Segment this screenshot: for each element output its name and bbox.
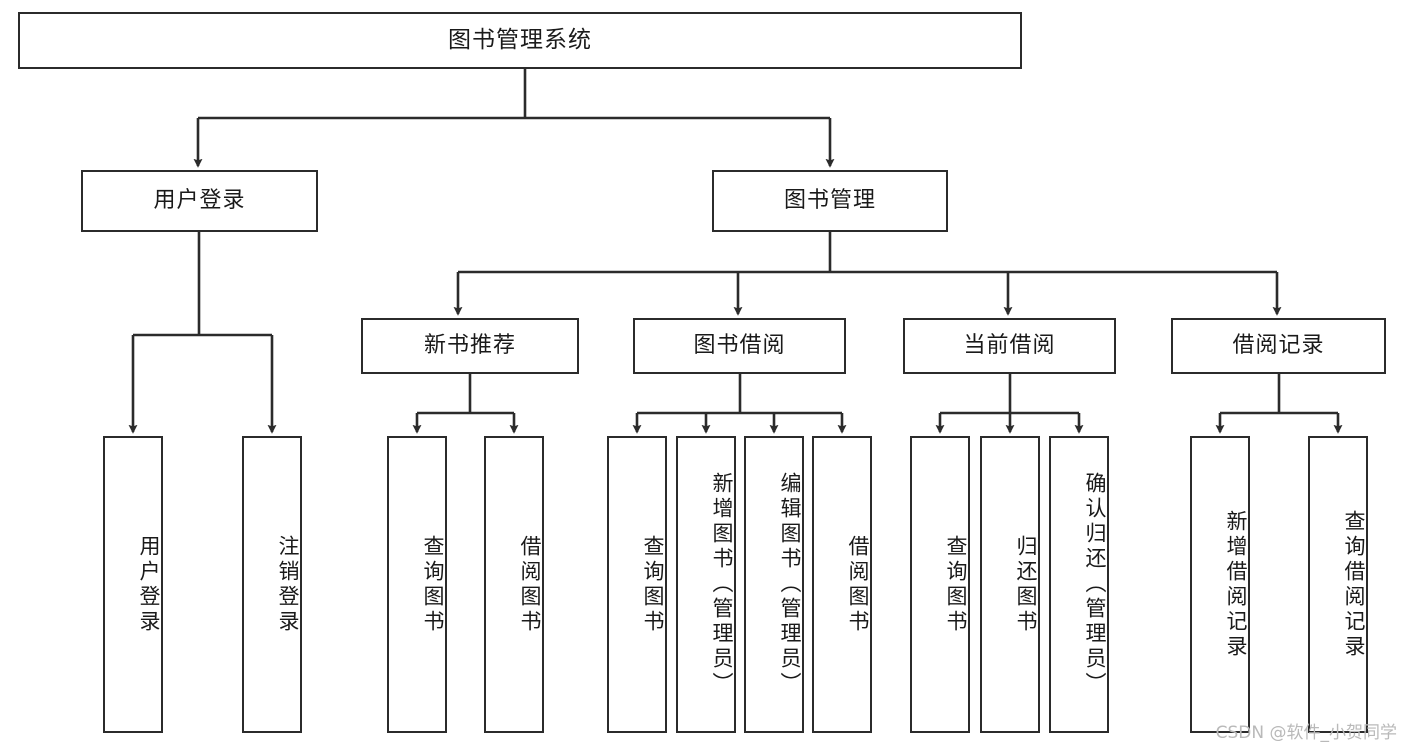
leaf-nb-borrow-book[interactable]: 借阅图书 [484, 436, 544, 733]
leaf-cb-confirm-return-admin[interactable]: 确认归还（管理员） [1049, 436, 1109, 733]
node-root-label: 图书管理系统 [448, 26, 592, 53]
leaf-user-login[interactable]: 用户登录 [103, 436, 163, 733]
leaf-nb-query-book-label: 查询图书 [421, 534, 445, 635]
node-book-borrow-label: 图书借阅 [693, 333, 786, 359]
node-user-login[interactable]: 用户登录 [81, 170, 318, 232]
leaf-logout[interactable]: 注销登录 [242, 436, 302, 733]
node-borrow-record[interactable]: 借阅记录 [1171, 318, 1386, 374]
leaf-bw-query-book-label: 查询图书 [641, 534, 665, 635]
leaf-nb-query-book[interactable]: 查询图书 [387, 436, 447, 733]
leaf-br-add-record-label: 新增借阅记录 [1224, 509, 1248, 660]
node-book-management[interactable]: 图书管理 [712, 170, 948, 232]
node-root[interactable]: 图书管理系统 [18, 12, 1022, 69]
leaf-br-add-record[interactable]: 新增借阅记录 [1190, 436, 1250, 733]
node-current-borrow[interactable]: 当前借阅 [903, 318, 1116, 374]
leaf-bw-borrow-book[interactable]: 借阅图书 [812, 436, 872, 733]
node-user-login-label: 用户登录 [153, 188, 246, 214]
leaf-cb-confirm-return-admin-label: 确认归还（管理员） [1083, 472, 1107, 697]
leaf-cb-query-book-label: 查询图书 [944, 534, 968, 635]
csdn-watermark: CSDN @软件_小贺同学 [1215, 723, 1397, 743]
leaf-bw-edit-book-admin[interactable]: 编辑图书（管理员） [744, 436, 804, 733]
leaf-user-login-label: 用户登录 [137, 534, 161, 635]
leaf-br-query-record-label: 查询借阅记录 [1342, 509, 1366, 660]
leaf-logout-label: 注销登录 [276, 534, 300, 635]
node-current-borrow-label: 当前借阅 [963, 333, 1056, 359]
leaf-bw-edit-book-admin-label: 编辑图书（管理员） [778, 472, 802, 697]
node-new-book-recommend-label: 新书推荐 [423, 333, 516, 359]
leaf-nb-borrow-book-label: 借阅图书 [518, 534, 542, 635]
node-new-book-recommend[interactable]: 新书推荐 [361, 318, 579, 374]
leaf-bw-borrow-book-label: 借阅图书 [846, 534, 870, 635]
leaf-bw-add-book-admin-label: 新增图书（管理员） [710, 472, 734, 697]
node-book-borrow[interactable]: 图书借阅 [633, 318, 846, 374]
node-borrow-record-label: 借阅记录 [1232, 333, 1325, 359]
leaf-bw-add-book-admin[interactable]: 新增图书（管理员） [676, 436, 736, 733]
leaf-cb-query-book[interactable]: 查询图书 [910, 436, 970, 733]
leaf-br-query-record[interactable]: 查询借阅记录 [1308, 436, 1368, 733]
leaf-bw-query-book[interactable]: 查询图书 [607, 436, 667, 733]
node-book-management-label: 图书管理 [783, 188, 876, 214]
leaf-cb-return-book[interactable]: 归还图书 [980, 436, 1040, 733]
leaf-cb-return-book-label: 归还图书 [1014, 534, 1038, 635]
